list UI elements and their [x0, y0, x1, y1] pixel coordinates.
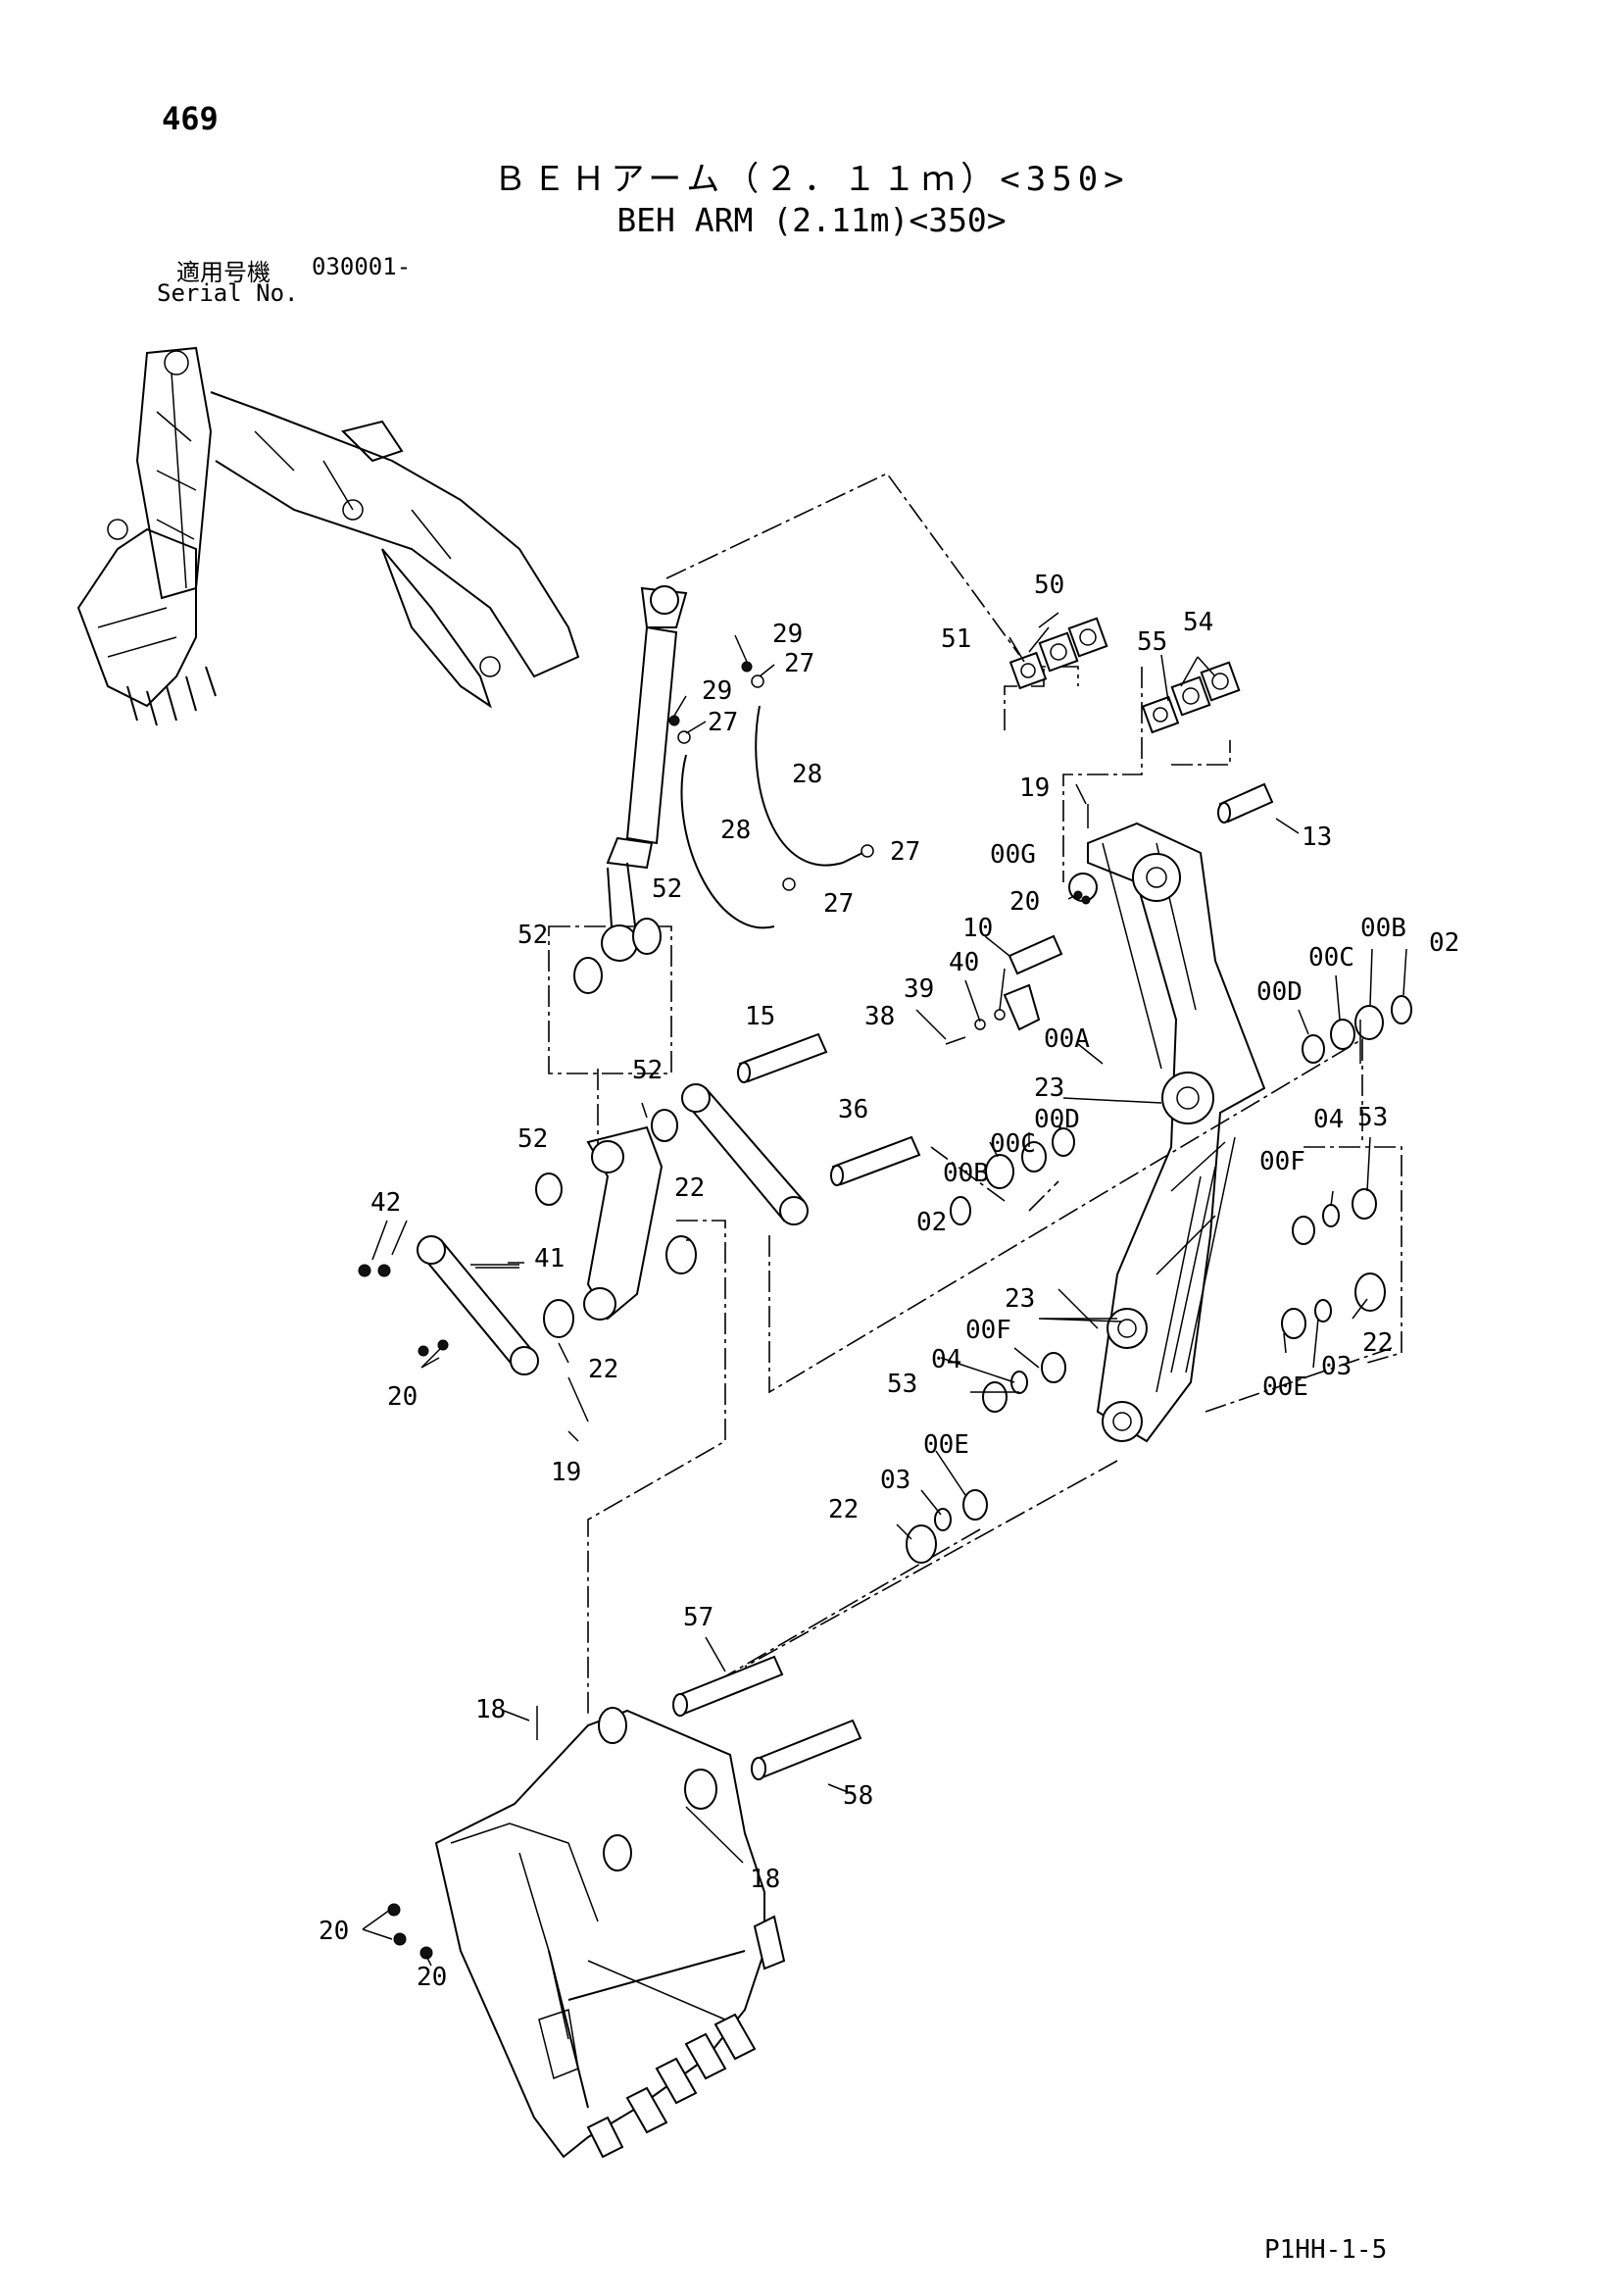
- callout-58: 58: [843, 1781, 873, 1811]
- callout-22: 22: [674, 1173, 705, 1203]
- pin-10-with-plate: [1003, 934, 1063, 1031]
- callout-27: 27: [708, 708, 738, 737]
- callout-20: 20: [319, 1917, 349, 1946]
- pin-58: [751, 1719, 862, 1780]
- callout-50: 50: [1034, 571, 1064, 600]
- pin-15: [737, 1032, 828, 1083]
- callout-13: 13: [1302, 823, 1332, 852]
- callout-29: 29: [702, 676, 732, 706]
- callout-52: 52: [652, 874, 682, 904]
- callout-02: 02: [1429, 928, 1459, 958]
- o-rings-22: [543, 1235, 1386, 1564]
- excavator-overview-sketch: [76, 346, 580, 726]
- shims-54-55: [1141, 661, 1241, 734]
- callout-20: 20: [1009, 887, 1040, 917]
- callout-00F: 00F: [1259, 1147, 1305, 1176]
- reference-lines: [548, 472, 1402, 1716]
- bolts-nuts-pins: [358, 804, 1091, 1960]
- hose-fittings-27-29: [668, 661, 874, 891]
- callout-23: 23: [1005, 1284, 1035, 1314]
- callout-57: 57: [683, 1603, 713, 1632]
- callout-18: 18: [475, 1695, 506, 1724]
- seals-52: [535, 918, 678, 1206]
- title-english: BEH ARM (2.11m)<350>: [616, 201, 1007, 239]
- callout-00D: 00D: [1256, 977, 1303, 1007]
- callout-42: 42: [370, 1188, 401, 1218]
- callout-36: 36: [838, 1095, 868, 1124]
- callout-51: 51: [941, 624, 971, 654]
- callout-00D: 00D: [1034, 1105, 1080, 1134]
- callout-54: 54: [1183, 608, 1213, 637]
- callout-52: 52: [517, 1124, 548, 1154]
- callout-28: 28: [792, 760, 822, 789]
- title-japanese: ＢＥＨアーム（２．１１ｍ）<350>: [493, 160, 1130, 199]
- callout-22: 22: [588, 1355, 618, 1384]
- bushings-and-seals-right: [1281, 995, 1412, 1339]
- shims-50-51: [1008, 617, 1108, 690]
- serial-label-english: Serial No.: [157, 279, 299, 307]
- callout-52: 52: [632, 1056, 663, 1085]
- callout-27: 27: [890, 837, 920, 867]
- callout-00E: 00E: [923, 1430, 969, 1460]
- callout-10: 10: [962, 914, 993, 943]
- pin-13: [1217, 782, 1274, 824]
- callout-19: 19: [551, 1458, 581, 1487]
- callout-02: 02: [916, 1208, 947, 1237]
- callout-22: 22: [828, 1495, 859, 1524]
- link-assembly: [417, 1083, 809, 1375]
- callout-00F: 00F: [965, 1316, 1011, 1345]
- callout-53: 53: [887, 1370, 917, 1399]
- callout-23: 23: [1034, 1073, 1064, 1103]
- callout-52: 52: [517, 921, 548, 950]
- callout-28: 28: [720, 816, 751, 845]
- serial-label-japanese: 適用号機: [176, 259, 270, 286]
- bucket-cylinder: [601, 585, 688, 962]
- callout-39: 39: [904, 974, 934, 1004]
- callout-00G: 00G: [990, 840, 1036, 870]
- pin-57: [672, 1655, 784, 1717]
- callout-27: 27: [823, 889, 854, 919]
- bushings-and-seals-left: [934, 1127, 1075, 1531]
- callout-04: 04: [931, 1345, 961, 1374]
- callout-00B: 00B: [943, 1159, 989, 1188]
- callout-29: 29: [772, 620, 803, 649]
- hoses-28: [680, 705, 863, 929]
- callout-40: 40: [949, 948, 979, 977]
- serial-number-value: 030001-: [312, 253, 412, 280]
- callout-00E: 00E: [1262, 1373, 1308, 1402]
- callout-20: 20: [417, 1963, 447, 1992]
- callout-38: 38: [864, 1002, 895, 1031]
- callout-53: 53: [1357, 1103, 1388, 1132]
- callout-00C: 00C: [1308, 943, 1354, 973]
- callout-27: 27: [784, 649, 814, 678]
- callout-20: 20: [387, 1382, 418, 1412]
- arm-00A: [1068, 822, 1266, 1443]
- callout-55: 55: [1137, 627, 1167, 657]
- leader-lines: [362, 612, 1407, 1967]
- callout-00C: 00C: [990, 1129, 1036, 1159]
- callout-19: 19: [1019, 774, 1050, 803]
- callout-03: 03: [1321, 1352, 1352, 1381]
- bucket: [434, 1707, 786, 2159]
- callout-18: 18: [750, 1865, 780, 1894]
- pin-36: [830, 1135, 921, 1186]
- callout-15: 15: [745, 1002, 775, 1031]
- callout-04: 04: [1313, 1105, 1344, 1134]
- callout-labels: 50 51 55 54 29 27 29 27 28 28 27 27 19 1…: [319, 571, 1459, 1992]
- callout-00B: 00B: [1360, 914, 1406, 943]
- callout-41: 41: [534, 1244, 565, 1273]
- callout-22: 22: [1362, 1328, 1393, 1358]
- callout-03: 03: [880, 1466, 910, 1495]
- drawing-code: P1HH-1-5: [1264, 2235, 1388, 2265]
- callout-00A: 00A: [1044, 1024, 1090, 1054]
- page-number: 469: [162, 100, 219, 137]
